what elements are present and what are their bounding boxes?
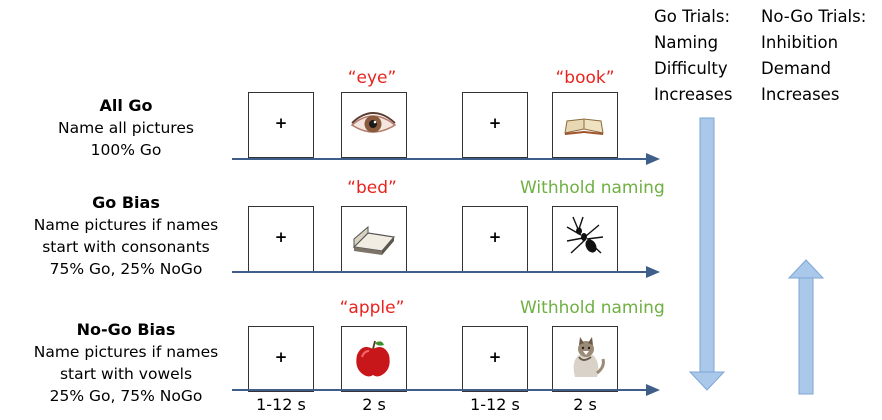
nogo-header-line: No-Go Trials:: [761, 7, 867, 26]
go-header-line: Go Trials:: [654, 7, 730, 26]
fixation-cross: +: [274, 228, 288, 246]
timeline-arrow: [232, 384, 660, 396]
fixation-box: +: [248, 326, 314, 392]
timeline-arrow: [232, 153, 660, 165]
fixation-cross: +: [274, 114, 288, 132]
picture-box: [552, 92, 618, 158]
timeline-arrow: [232, 266, 660, 278]
book-image: [564, 118, 604, 135]
nogo-header-line: Demand: [761, 59, 831, 78]
condition-line: Name pictures if names: [33, 216, 219, 234]
go-header-line: Naming: [654, 33, 719, 52]
fixation-cross: +: [488, 114, 502, 132]
go-header-line: Increases: [654, 85, 733, 104]
response-bed: “bed”: [347, 178, 397, 198]
nogo-header-line: Increases: [761, 85, 840, 104]
response-eye: “eye”: [347, 68, 397, 88]
condition-line: 25% Go, 75% NoGo: [49, 387, 203, 405]
timing-fixation-1: 1-12 s: [256, 395, 306, 414]
fixation-cross: +: [274, 348, 288, 366]
picture-box: [341, 326, 407, 392]
go-trials-header: Go Trials: Naming Difficulty Increases: [654, 4, 732, 108]
fixation-box: +: [462, 326, 528, 392]
condition-all-go-label: All Go Name all pictures 100% Go: [0, 95, 252, 161]
condition-line: Name all pictures: [58, 119, 194, 137]
response-withhold: Withhold naming: [520, 178, 665, 198]
condition-title: All Go: [99, 96, 153, 115]
nogo-trials-header: No-Go Trials: Inhibition Demand Increase…: [761, 4, 866, 108]
apple-image: [356, 340, 390, 377]
picture-box: [552, 326, 618, 392]
condition-line: 100% Go: [90, 141, 162, 159]
condition-nogo-bias-label: No-Go Bias Name pictures if names start …: [0, 319, 252, 407]
eye-image: [350, 112, 397, 133]
bed-image: [352, 225, 396, 255]
fixation-cross: +: [488, 348, 502, 366]
timing-picture-1: 2 s: [362, 395, 386, 414]
timing-fixation-2: 1-12 s: [470, 395, 520, 414]
response-book: “book”: [555, 68, 615, 88]
condition-line: Name pictures if names: [33, 343, 219, 361]
cat-image: [573, 337, 605, 377]
nogo-demand-up-arrow: [787, 259, 825, 395]
response-apple: “apple”: [339, 298, 405, 318]
condition-go-bias-label: Go Bias Name pictures if names start wit…: [0, 192, 252, 280]
condition-line: 75% Go, 25% NoGo: [49, 260, 203, 278]
fixation-box: +: [248, 206, 314, 272]
fixation-box: +: [248, 92, 314, 158]
fixation-cross: +: [488, 228, 502, 246]
ant-image: [566, 216, 604, 254]
condition-title: Go Bias: [92, 193, 160, 212]
condition-title: No-Go Bias: [76, 320, 176, 339]
picture-box: [341, 92, 407, 158]
timing-picture-2: 2 s: [573, 395, 597, 414]
nogo-header-line: Inhibition: [761, 33, 839, 52]
condition-line: start with consonants: [42, 238, 210, 256]
go-difficulty-down-arrow: [688, 117, 726, 391]
fixation-box: +: [462, 92, 528, 158]
picture-box: [341, 206, 407, 272]
go-header-line: Difficulty: [654, 59, 728, 78]
response-withhold: Withhold naming: [520, 298, 665, 318]
condition-line: start with vowels: [59, 365, 193, 383]
